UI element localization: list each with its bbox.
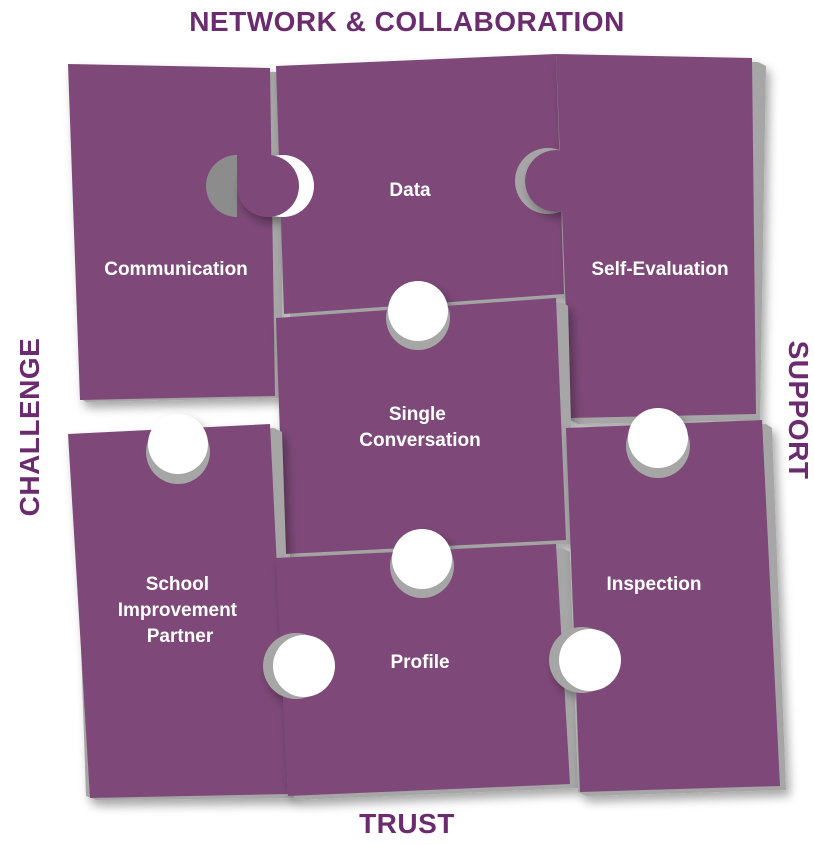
piece-label-self-evaluation: Self-Evaluation: [591, 259, 728, 280]
edge-label-network-collaboration: NETWORK & COLLABORATION: [189, 6, 625, 37]
piece-inspection: Inspection: [549, 408, 786, 796]
piece-label-school-improvement-partner: School Improvement Partner: [118, 574, 243, 647]
piece-self-evaluation: Self-Evaluation: [525, 54, 766, 424]
piece-label-data: Data: [389, 180, 431, 201]
piece-profile: Profile: [263, 529, 613, 800]
piece-label-profile: Profile: [390, 652, 449, 673]
piece-label-communication: Communication: [104, 259, 248, 280]
piece-label-inspection: Inspection: [606, 574, 701, 595]
piece-label-single-conversation: Single Conversation: [359, 404, 480, 451]
piece-communication: Communication: [68, 64, 299, 402]
edge-label-trust: TRUST: [359, 808, 455, 839]
piece-single-conversation: Single Conversation: [276, 281, 574, 558]
